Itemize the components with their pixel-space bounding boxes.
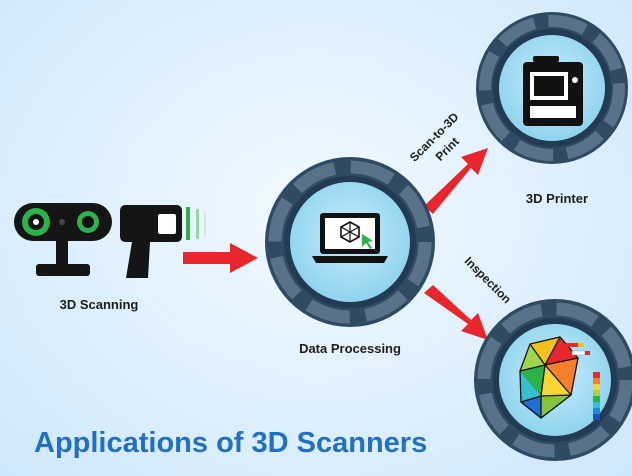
data-processing-node bbox=[265, 157, 435, 327]
3d-inspection-color-map-icon bbox=[519, 336, 600, 420]
inspection-node bbox=[474, 299, 632, 461]
processing-label: Data Processing bbox=[299, 341, 401, 356]
edge-label-inspection: Inspection bbox=[462, 254, 514, 306]
page-title: Applications of 3D Scanners bbox=[34, 427, 428, 459]
arrow-processing-to-inspection bbox=[424, 285, 488, 340]
arrow-scan-to-processing bbox=[183, 243, 258, 273]
scanning-label: 3D Scanning bbox=[60, 297, 139, 312]
arrow-processing-to-printer bbox=[424, 148, 488, 214]
printer-label: 3D Printer bbox=[526, 191, 588, 206]
3d-scanner-devices-icon bbox=[14, 203, 206, 278]
3d-printer-icon bbox=[523, 56, 583, 126]
3d-printer-node bbox=[476, 12, 628, 164]
laptop-3d-model-icon bbox=[312, 213, 388, 263]
